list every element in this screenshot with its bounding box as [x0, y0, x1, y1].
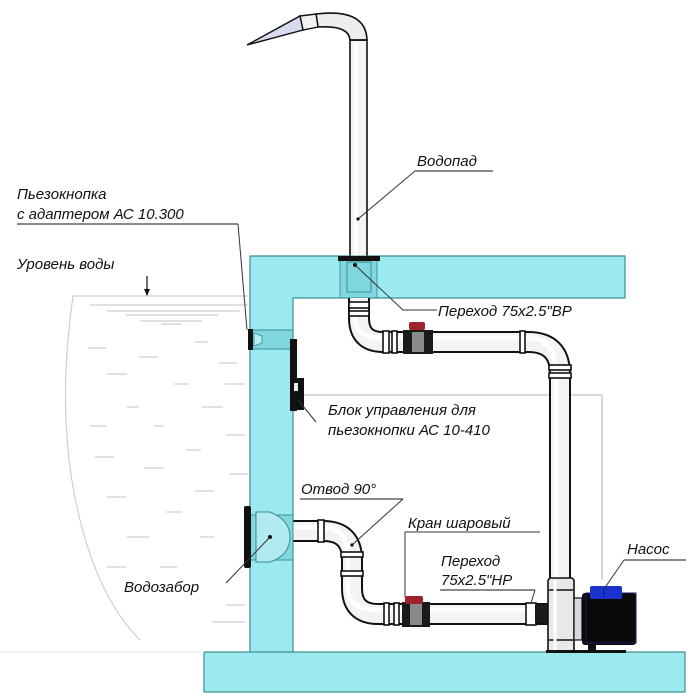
- button-icon: [248, 329, 253, 350]
- label-adapter-bottom-1: Переход: [441, 553, 500, 570]
- label-ball-valve: Кран шаровый: [408, 515, 511, 532]
- water-intake: [244, 506, 294, 568]
- intake-icon: [244, 506, 251, 568]
- pump-terminal-box: [590, 586, 622, 599]
- ball-valve-top: [403, 322, 433, 354]
- label-elbow: Отвод 90°: [301, 481, 376, 498]
- label-control-unit-2: пьезокнопки АС 10-410: [328, 422, 491, 439]
- piezo-button: [248, 329, 294, 350]
- pool-wall: [0, 255, 686, 693]
- label-adapter-bottom-2: 75x2.5"НР: [441, 572, 512, 589]
- label-waterfall: Водопад: [417, 153, 477, 170]
- waterfall-spout-icon: [246, 14, 304, 46]
- label-piezo-button-2: с адаптером АС 10.300: [17, 206, 184, 223]
- label-water-intake: Водозабор: [124, 579, 199, 596]
- upper-pipe-run: [348, 298, 572, 580]
- label-control-unit-1: Блок управления для: [328, 402, 476, 419]
- pump-motor: [582, 593, 636, 645]
- label-piezo-button-1: Пьезокнопка: [17, 186, 106, 203]
- waterfall-pipe: [246, 12, 380, 299]
- control-unit: [290, 339, 304, 411]
- label-adapter-top: Переход 75x2.5"ВР: [438, 303, 572, 320]
- lower-pipe-run: [293, 519, 549, 627]
- label-water-level: Уровень воды: [16, 256, 114, 273]
- ball-valve-bottom: [402, 596, 430, 627]
- valve-handle-icon: [409, 322, 425, 330]
- label-pump: Насос: [627, 541, 670, 558]
- pool-water: [64, 276, 248, 641]
- leader-lines: [17, 170, 686, 604]
- adapter-bottom: [525, 602, 549, 626]
- valve-handle-icon: [405, 596, 423, 604]
- arrow-head-icon: [144, 289, 150, 296]
- labels: Водопад Пьезокнопка с адаптером АС 10.30…: [16, 153, 670, 596]
- water-ripples: [88, 341, 248, 623]
- pump: [546, 577, 637, 653]
